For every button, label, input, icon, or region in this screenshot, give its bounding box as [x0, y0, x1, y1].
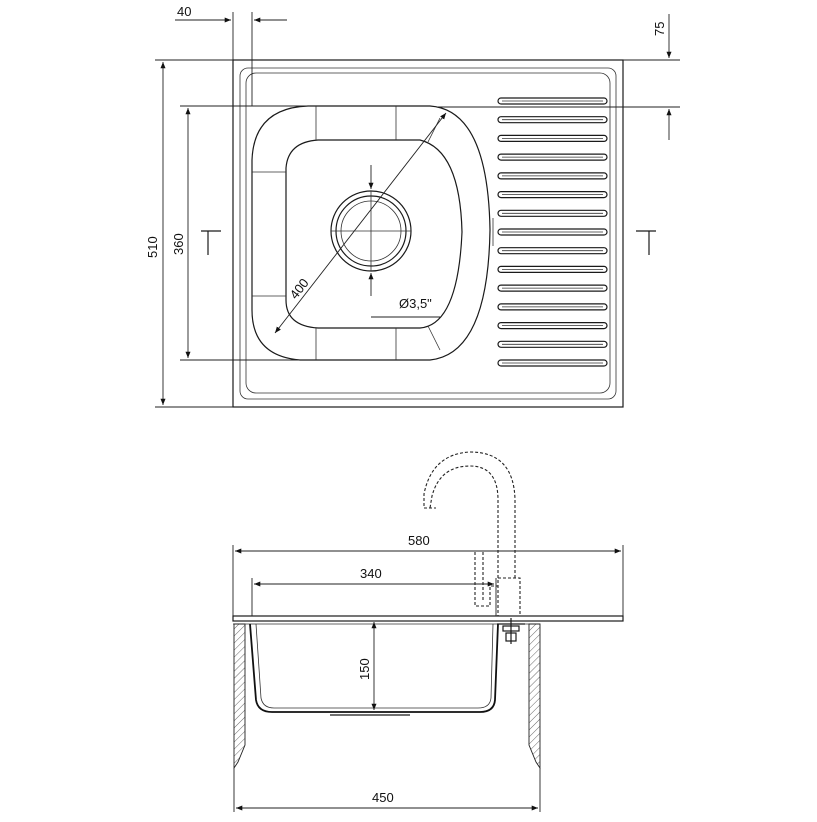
drainer-groove — [497, 172, 608, 180]
overall-width-dimension: 580 — [232, 533, 624, 616]
bowl-depth-dimension: 360 — [171, 105, 310, 361]
faucet-mount-icon — [497, 618, 525, 644]
drainer-groove — [497, 134, 608, 142]
bowl-height-label: 150 — [357, 658, 372, 680]
drainer-groove — [497, 209, 608, 217]
bowl-profile — [249, 623, 499, 713]
drainer-groove — [497, 340, 608, 348]
bowl-width-label: 340 — [360, 566, 382, 581]
drainer-groove — [497, 228, 608, 236]
sink-outer-rim — [232, 59, 624, 408]
overall-depth-dimension: 510 — [145, 59, 233, 408]
drainer-groove — [497, 284, 608, 292]
side-view: 580 340 150 450 — [232, 451, 624, 812]
top-offset-dimension: 40 — [175, 4, 287, 106]
drainer-groove — [497, 265, 608, 273]
sink-inner-rim — [239, 67, 617, 400]
overall-depth-label: 510 — [145, 236, 160, 258]
drainer-groove — [497, 303, 608, 311]
drainer-groove — [497, 322, 608, 330]
drainer-groove — [497, 116, 608, 124]
sink-deck — [232, 615, 624, 622]
bowl-outer — [251, 105, 491, 361]
bowl-diagonal-label: 400 — [287, 276, 312, 302]
drain-size-label: Ø3,5" — [399, 296, 432, 311]
drainer-groove — [497, 359, 608, 367]
sink-deck-edge — [245, 72, 611, 394]
bowl-height-dimension: 150 — [357, 622, 377, 710]
drainer-grooves — [497, 97, 608, 367]
right-offset-label: 75 — [652, 22, 667, 36]
drainer-groove — [497, 191, 608, 199]
right-offset-dimension: 75 — [438, 14, 680, 140]
bowl-depth-label: 360 — [171, 233, 186, 255]
base-width-label: 450 — [372, 790, 394, 805]
bowl-inner — [285, 139, 463, 329]
bowl-width-dimension: 340 — [251, 566, 497, 616]
base-width-dimension: 450 — [233, 768, 541, 812]
drainer-groove — [497, 247, 608, 255]
overall-width-label: 580 — [408, 533, 430, 548]
drain-dimension: Ø3,5" — [368, 165, 440, 318]
cabinet-right-side — [528, 623, 541, 770]
top-offset-label: 40 — [177, 4, 191, 19]
top-view: Ø3,5" 400 40 — [145, 4, 680, 408]
bowl-facets — [252, 106, 441, 360]
drainer-groove — [497, 153, 608, 161]
faucet-icon — [423, 451, 521, 617]
drain-icon — [330, 190, 412, 272]
center-marks — [201, 230, 656, 255]
drainer-groove — [497, 97, 608, 105]
cabinet-left-side — [233, 623, 246, 770]
